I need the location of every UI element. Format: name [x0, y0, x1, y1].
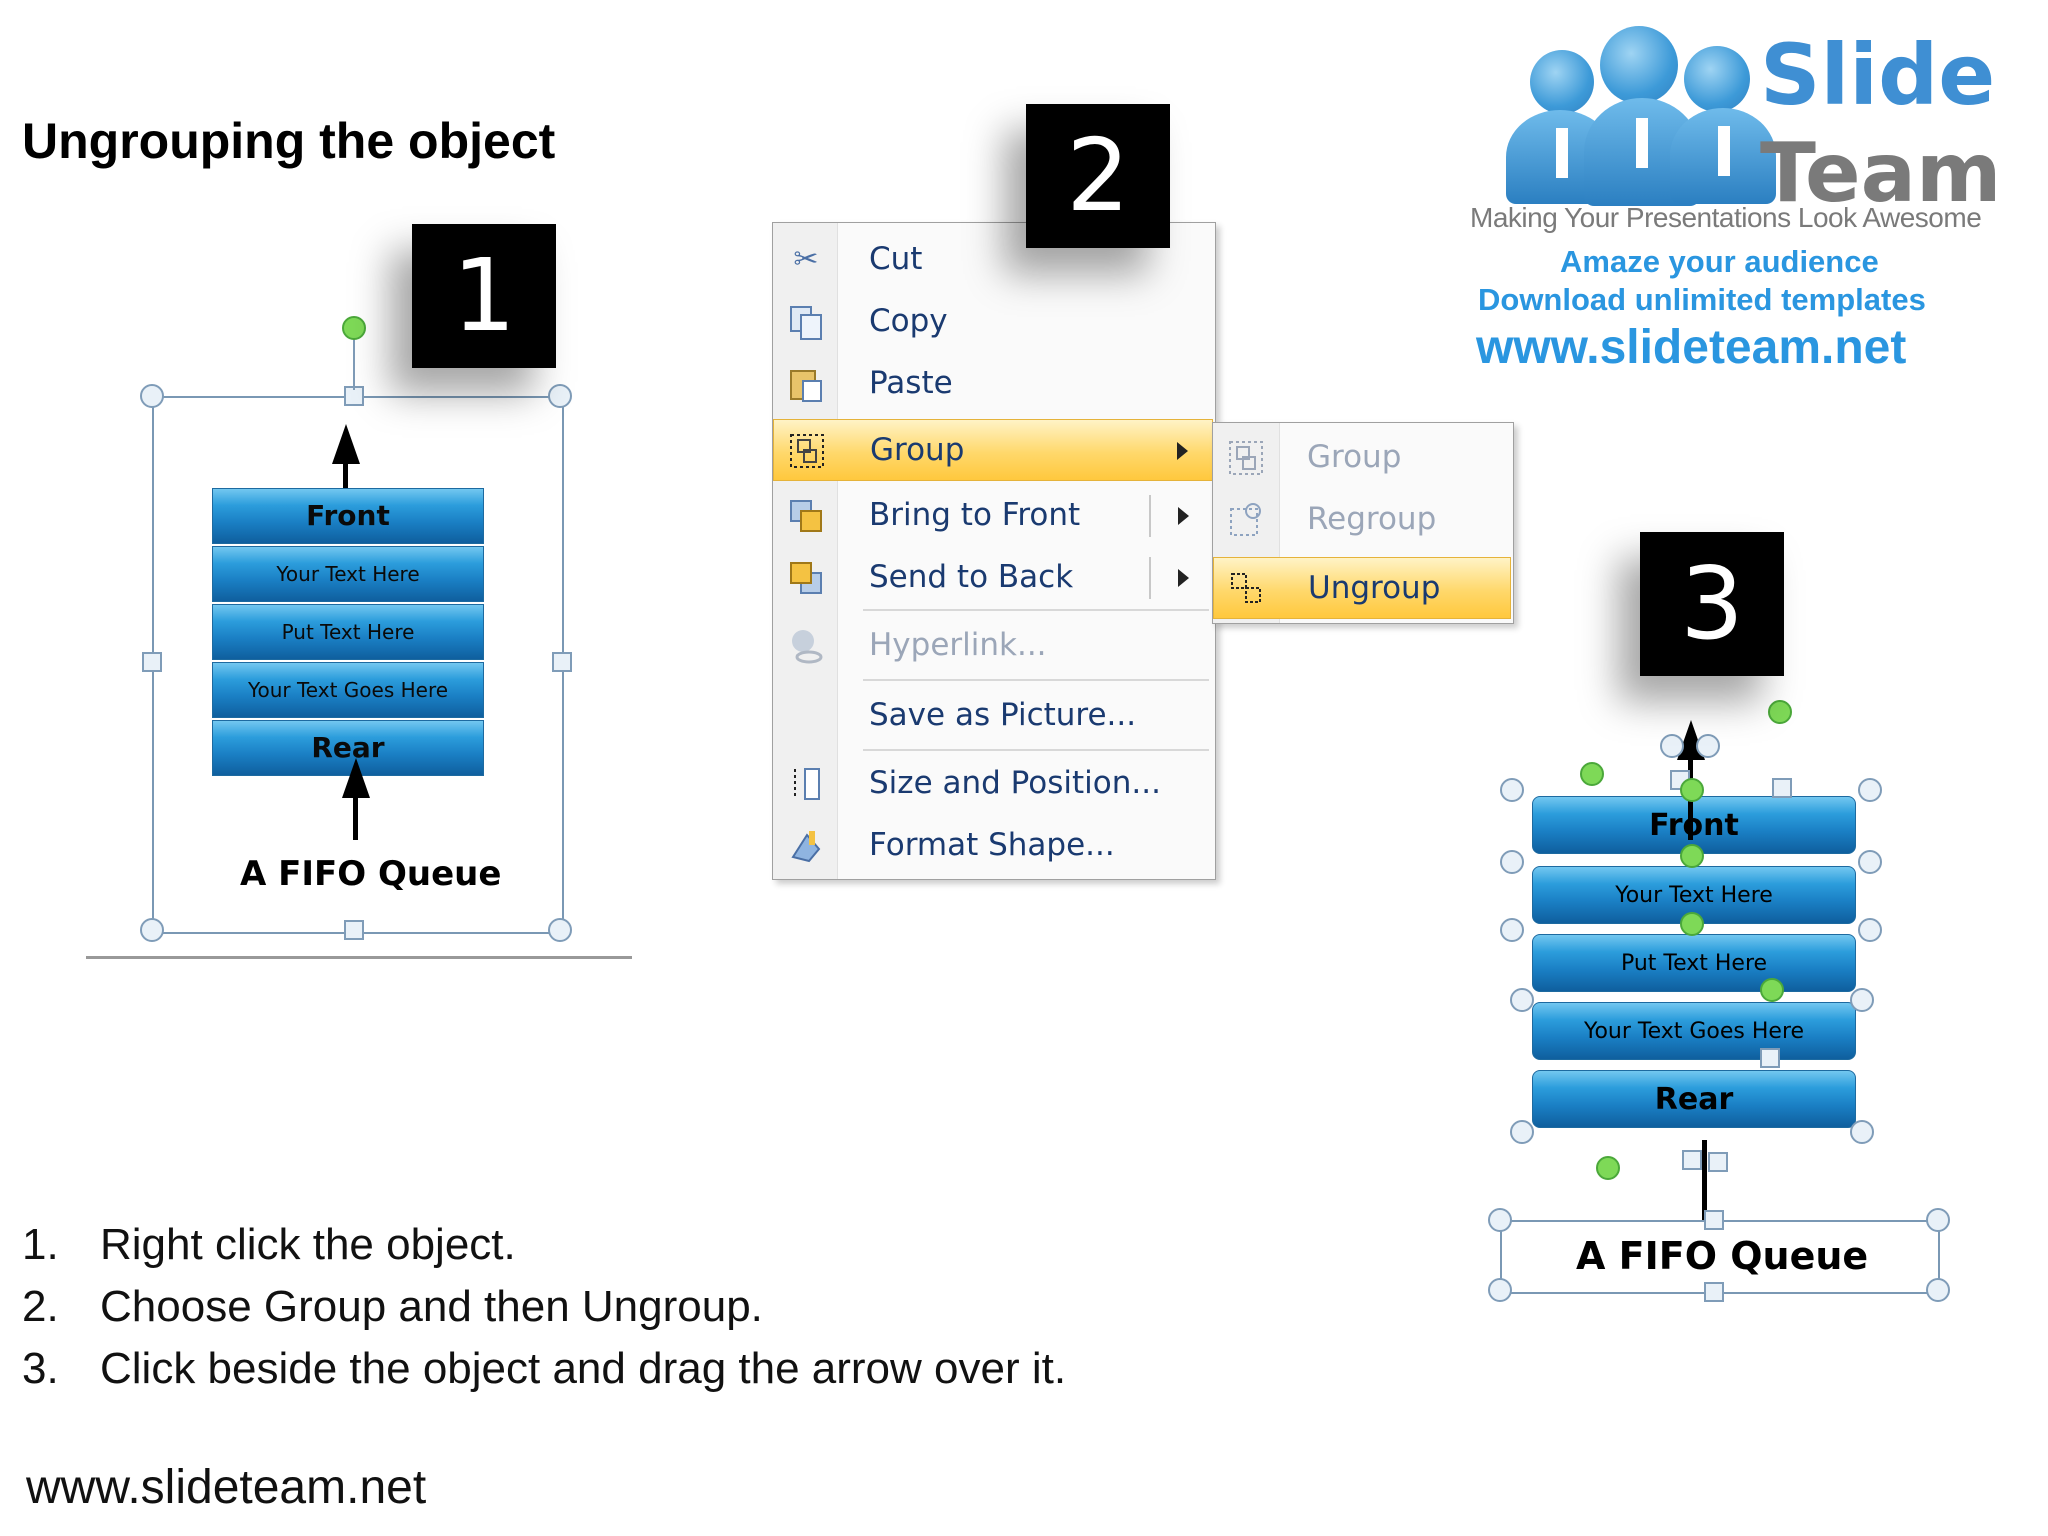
resize-handle-sw[interactable]	[140, 918, 164, 942]
grouped-object-panel: Front Your Text Here Put Text Here Your …	[80, 310, 640, 970]
group-icon	[788, 432, 826, 470]
page-title: Ungrouping the object	[22, 113, 556, 169]
instruction-list: 1.Right click the object. 2.Choose Group…	[22, 1214, 1066, 1400]
resize-handle-se[interactable]	[548, 918, 572, 942]
rotate-handle[interactable]	[1680, 778, 1704, 802]
resize-handle[interactable]	[1858, 918, 1882, 942]
resize-handle[interactable]	[1926, 1278, 1950, 1302]
resize-handle[interactable]	[1500, 918, 1524, 942]
submenu-item-group[interactable]: Group	[1213, 427, 1511, 489]
resize-handle[interactable]	[1926, 1208, 1950, 1232]
rotate-handle[interactable]	[1596, 1156, 1620, 1180]
rear-arrow-icon	[342, 758, 370, 798]
scissors-icon: ✂	[793, 242, 819, 277]
queue-item: Your Text Here	[212, 546, 484, 602]
send-to-back-icon	[787, 559, 825, 597]
instruction-item: 3.Click beside the object and drag the a…	[22, 1344, 1067, 1393]
rotate-handle[interactable]	[1760, 978, 1784, 1002]
queue-item[interactable]: Your Text Goes Here	[1532, 1002, 1856, 1060]
queue-item: Put Text Here	[212, 604, 484, 660]
step-badge-3: 3	[1640, 532, 1784, 676]
resize-handle[interactable]	[1858, 778, 1882, 802]
format-shape-icon	[787, 827, 825, 865]
resize-handle[interactable]	[1488, 1278, 1512, 1302]
logo-text-team: Team	[1760, 126, 2002, 221]
group-submenu: Group Regroup Ungroup	[1212, 422, 1514, 624]
menu-item-save-as-picture[interactable]: Save as Picture...	[869, 697, 1137, 733]
rotate-handle[interactable]	[1680, 912, 1704, 936]
resize-handle-nw[interactable]	[140, 384, 164, 408]
resize-handle[interactable]	[1682, 1150, 1702, 1170]
divider	[86, 956, 632, 959]
copy-icon	[787, 303, 825, 341]
logo-tagline: Making Your Presentations Look Awesome	[1470, 202, 1982, 233]
bring-to-front-icon	[787, 497, 825, 535]
queue-item-rear[interactable]: Rear	[1532, 1070, 1856, 1128]
resize-handle[interactable]	[1500, 778, 1524, 802]
regroup-icon	[1227, 501, 1265, 539]
menu-item-group[interactable]: Group	[773, 419, 1213, 481]
fifo-queue-stack: Front Your Text Here Put Text Here Your …	[212, 488, 484, 778]
context-menu: ✂ Cut Copy Paste Group Bring to Front Se…	[772, 222, 1216, 880]
resize-handle[interactable]	[1500, 850, 1524, 874]
step-badge-2: 2	[1026, 104, 1170, 248]
resize-handle[interactable]	[1704, 1282, 1724, 1302]
footer-url: www.slideteam.net	[26, 1461, 427, 1514]
menu-item-cut[interactable]: ✂ Cut	[773, 229, 1213, 291]
ungrouped-object-panel: Front Your Text Here Put Text Here Your …	[1488, 700, 1950, 1320]
group-icon	[1227, 439, 1265, 477]
queue-item: Your Text Goes Here	[212, 662, 484, 718]
resize-handle[interactable]	[1708, 1152, 1728, 1172]
queue-item[interactable]: Put Text Here	[1532, 934, 1856, 992]
front-arrow-icon	[332, 424, 360, 464]
logo-text-slide: Slide	[1760, 26, 1996, 124]
resize-handle[interactable]	[1858, 850, 1882, 874]
fifo-caption: A FIFO Queue	[240, 854, 502, 894]
menu-item-hyperlink[interactable]: Hyperlink...	[773, 615, 1213, 677]
resize-handle-e[interactable]	[552, 652, 572, 672]
resize-handle[interactable]	[1696, 734, 1720, 758]
hyperlink-icon	[787, 627, 825, 665]
resize-handle[interactable]	[1850, 988, 1874, 1012]
menu-item-copy[interactable]: Copy	[773, 291, 1213, 353]
rotate-handle[interactable]	[1768, 700, 1792, 724]
menu-item-bring-to-front[interactable]: Bring to Front	[773, 485, 1213, 547]
size-position-icon	[787, 765, 825, 803]
resize-handle[interactable]	[1704, 1210, 1724, 1230]
resize-handle[interactable]	[1772, 778, 1792, 798]
menu-item-send-to-back[interactable]: Send to Back	[773, 547, 1213, 609]
step-badge-1: 1	[412, 224, 556, 368]
resize-handle[interactable]	[1488, 1208, 1512, 1232]
resize-handle[interactable]	[1510, 988, 1534, 1012]
rotate-handle[interactable]	[342, 316, 366, 340]
submenu-item-regroup[interactable]: Regroup	[1213, 489, 1511, 551]
submenu-arrow-icon	[1178, 569, 1189, 587]
resize-handle-s[interactable]	[344, 920, 364, 940]
menu-item-format-shape[interactable]: Format Shape...	[773, 815, 1213, 877]
fifo-caption: A FIFO Queue	[1576, 1234, 1869, 1278]
resize-handle-ne[interactable]	[548, 384, 572, 408]
resize-handle-w[interactable]	[142, 652, 162, 672]
menu-item-paste[interactable]: Paste	[773, 353, 1213, 415]
logo-amaze-text: Amaze your audience	[1560, 244, 1879, 279]
menu-item-size-and-position[interactable]: Size and Position...	[773, 753, 1213, 815]
resize-handle[interactable]	[1660, 734, 1684, 758]
resize-handle[interactable]	[1510, 1120, 1534, 1144]
submenu-item-ungroup[interactable]: Ungroup	[1213, 557, 1511, 619]
slideteam-logo: Slide Team Making Your Presentations Loo…	[1460, 18, 2040, 378]
instruction-item: 1.Right click the object.	[22, 1220, 516, 1269]
submenu-arrow-icon	[1178, 507, 1189, 525]
logo-url: www.slideteam.net	[1476, 321, 1907, 374]
rotate-handle[interactable]	[1680, 844, 1704, 868]
rotate-handle[interactable]	[1580, 762, 1604, 786]
instruction-item: 2.Choose Group and then Ungroup.	[22, 1282, 763, 1331]
submenu-arrow-icon	[1177, 442, 1188, 460]
resize-handle[interactable]	[1760, 1048, 1780, 1068]
resize-handle[interactable]	[1850, 1120, 1874, 1144]
ungroup-icon	[1228, 570, 1266, 608]
queue-item-front: Front	[212, 488, 484, 544]
paste-icon	[787, 365, 825, 403]
logo-download-text: Download unlimited templates	[1478, 282, 1926, 317]
